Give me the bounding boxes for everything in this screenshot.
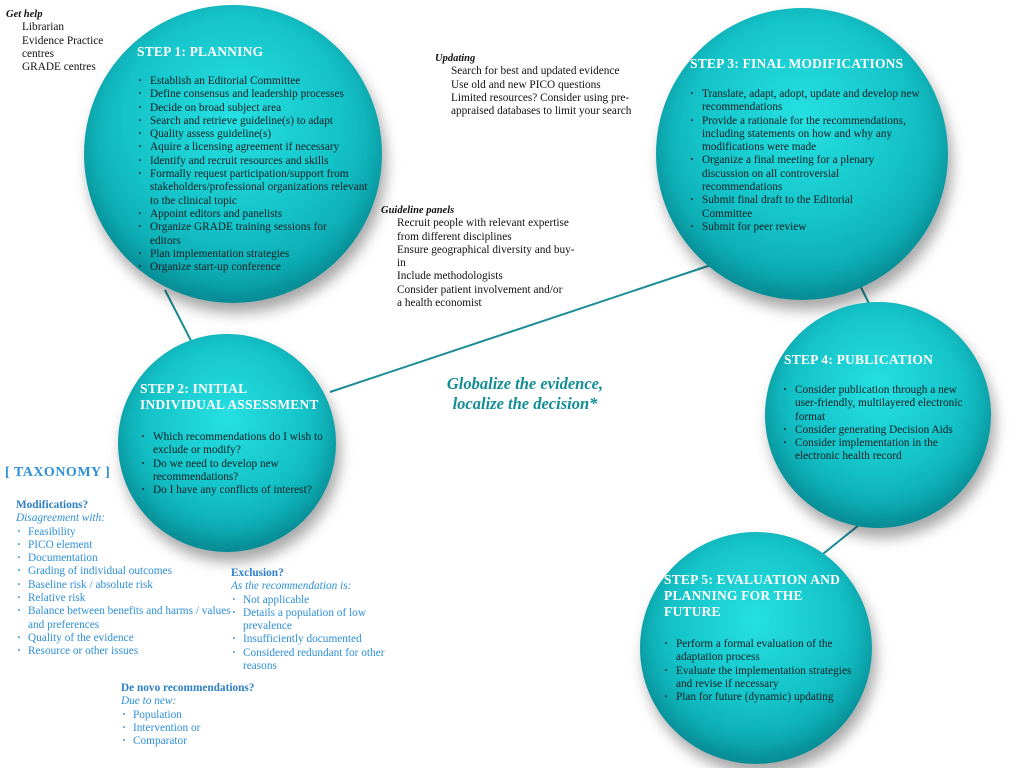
guideline-panels-line: Recruit people with relevant expertise	[397, 217, 569, 230]
list-item: Feasibility	[16, 526, 231, 540]
exclusion-list: Not applicable Details a population of l…	[231, 594, 411, 674]
get-help-heading: Get help	[6, 9, 43, 20]
taxonomy-de-novo: De novo recommendations? Due to new: Pop…	[121, 682, 321, 749]
step1-list: Establish an Editorial Committee Define …	[136, 75, 376, 275]
list-item: Plan implementation strategies	[136, 248, 376, 262]
step4-list: Consider publication through a new user-…	[781, 384, 981, 464]
list-item: Perform a formal evaluation of the adapt…	[662, 638, 858, 665]
list-item: Grading of individual outcomes	[16, 565, 231, 579]
list-item: Establish an Editorial Committee	[136, 75, 376, 89]
list-item: Documentation	[16, 552, 231, 566]
get-help-line: GRADE centres	[22, 61, 96, 74]
get-help-line: Librarian	[22, 21, 65, 34]
list-item: Define consensus and leadership processe…	[136, 88, 376, 102]
step5-list: Perform a formal evaluation of the adapt…	[662, 638, 858, 705]
list-item: Do I have any conflicts of interest?	[139, 484, 335, 498]
list-item: Organize a final meeting for a plenary d…	[688, 154, 922, 194]
taxonomy-exclusion: Exclusion? As the recommendation is: Not…	[231, 567, 411, 673]
step4-title: STEP 4: PUBLICATION	[784, 352, 934, 367]
list-item: Decide on broad subject area	[136, 102, 376, 116]
guideline-panels-line: from different disciplines	[397, 230, 512, 243]
list-item: Formally request participation/support f…	[136, 168, 368, 208]
list-item: Organize start-up conference	[136, 261, 376, 275]
list-item: Relative risk	[16, 592, 231, 606]
list-item: Appoint editors and panelists	[136, 208, 376, 222]
list-item: Submit for peer review	[688, 221, 930, 235]
guideline-panels-line: in	[397, 257, 406, 270]
get-help-line: Evidence Practice	[22, 34, 104, 47]
list-item: Which recommendations do I wish to exclu…	[139, 431, 323, 458]
guideline-panels-heading: Guideline panels	[381, 205, 455, 216]
step3-list: Translate, adapt, adopt, update and deve…	[688, 88, 930, 235]
slogan-line-2: localize the decision*	[452, 394, 598, 413]
list-item: Provide a rationale for the recommendati…	[688, 115, 930, 155]
slogan-line-1: Globalize the evidence,	[446, 374, 604, 393]
updating-line: Search for best and updated evidence	[451, 65, 620, 78]
taxonomy-modifications: Modifications? Disagreement with: Feasib…	[16, 499, 231, 659]
step5-title: STEP 5: EVALUATION AND PLANNING FOR THE …	[664, 572, 841, 619]
list-item: Comparator	[121, 735, 321, 749]
de-novo-list: Population Intervention or Comparator	[121, 709, 321, 749]
list-item: Insufficiently documented	[231, 633, 411, 647]
list-item: Considered redundant for other reasons	[231, 647, 411, 674]
list-item: Consider generating Decision Aids	[781, 424, 981, 438]
list-item: Organize GRADE training sessions for edi…	[136, 221, 360, 248]
updating-heading: Updating	[435, 53, 476, 64]
updating-line: Limited resources? Consider using pre-	[451, 91, 630, 104]
arrow-step2-to-step3	[329, 259, 722, 393]
step2-title: STEP 2: INITIAL INDIVIDUAL ASSESSMENT	[140, 381, 319, 412]
updating-box: Updating Search for best and updated evi…	[435, 52, 660, 118]
list-item: Consider implementation in the electroni…	[781, 437, 981, 464]
list-item: Details a population of low prevalence	[231, 607, 411, 634]
list-item: Intervention or	[121, 722, 321, 736]
modifications-heading: Modifications?	[16, 499, 89, 511]
guideline-panels-line: Ensure geographical diversity and buy-	[397, 243, 575, 256]
de-novo-subheading: Due to new:	[121, 695, 177, 708]
list-item: Balance between benefits and harms / val…	[16, 605, 231, 632]
list-item: Quality of the evidence	[16, 632, 231, 646]
get-help-line: centres	[22, 47, 54, 60]
list-item: Not applicable	[231, 594, 411, 608]
list-item: Quality assess guideline(s)	[136, 128, 376, 142]
list-item: Consider publication through a new user-…	[781, 384, 981, 424]
list-item: Evaluate the implementation strategies a…	[662, 665, 856, 692]
exclusion-heading: Exclusion?	[231, 567, 284, 579]
step2-list: Which recommendations do I wish to exclu…	[139, 431, 335, 498]
list-item: Aquire a licensing agreement if necessar…	[136, 141, 376, 155]
guideline-panels-line: Include methodologists	[397, 270, 503, 283]
slogan: Globalize the evidence, localize the dec…	[410, 374, 640, 414]
guideline-panels-line: a health economist	[397, 297, 482, 310]
list-item: PICO element	[16, 539, 231, 553]
guideline-panels-line: Consider patient involvement and/or	[397, 283, 563, 296]
guideline-panels-box: Guideline panels Recruit people with rel…	[381, 204, 606, 310]
get-help-box: Get help Librarian Evidence Practice cen…	[6, 8, 126, 74]
list-item: Search and retrieve guideline(s) to adap…	[136, 115, 376, 129]
list-item: Translate, adapt, adopt, update and deve…	[688, 88, 930, 115]
list-item: Submit final draft to the Editorial Comm…	[688, 194, 902, 221]
list-item: Baseline risk / absolute risk	[16, 579, 231, 593]
list-item: Identify and recruit resources and skill…	[136, 155, 376, 169]
taxonomy-heading: [ TAXONOMY ]	[5, 465, 111, 480]
list-item: Plan for future (dynamic) updating	[662, 691, 858, 705]
list-item: Population	[121, 709, 321, 723]
step3-title: STEP 3: FINAL MODIFICATIONS	[690, 56, 904, 71]
de-novo-heading: De novo recommendations?	[121, 682, 255, 694]
exclusion-subheading: As the recommendation is:	[231, 580, 352, 593]
modifications-list: Feasibility PICO element Documentation G…	[16, 526, 231, 659]
list-item: Do we need to develop new recommendation…	[139, 458, 323, 485]
step1-title: STEP 1: PLANNING	[137, 44, 264, 59]
updating-line: appraised databases to limit your search	[451, 105, 632, 118]
modifications-subheading: Disagreement with:	[16, 512, 106, 525]
updating-line: Use old and new PICO questions	[451, 78, 601, 91]
list-item: Resource or other issues	[16, 645, 231, 659]
